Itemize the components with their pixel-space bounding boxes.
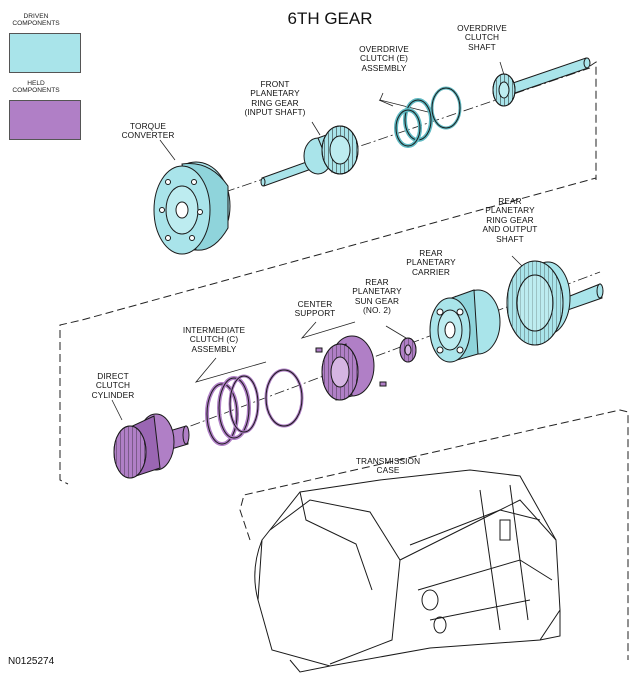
label-rear-planetary-ring-gear: REAR PLANETARY RING GEAR AND OUTPUT SHAF… xyxy=(482,196,538,244)
center-support-part xyxy=(315,335,387,401)
transmission-case-part xyxy=(254,469,561,673)
label-overdrive-clutch-assembly: OVERDRIVE CLUTCH (E) ASSEMBLY xyxy=(359,44,409,73)
rear-planetary-carrier-part xyxy=(429,289,501,363)
label-overdrive-clutch-shaft: OVERDRIVE CLUTCH SHAFT xyxy=(457,23,507,52)
axis-lines xyxy=(139,67,601,446)
label-rear-planetary-carrier: REAR PLANETARY CARRIER xyxy=(406,248,456,277)
leader-lines xyxy=(111,61,523,503)
legend-driven-swatch xyxy=(9,33,81,73)
dashed-frame-lines xyxy=(59,61,629,660)
label-torque-converter: TORQUE CONVERTER xyxy=(121,121,175,141)
rear-planetary-ring-gear-part xyxy=(506,260,604,346)
legend-held-label: HELD COMPONENTS xyxy=(12,80,60,95)
legend-driven-label: DRIVEN COMPONENTS xyxy=(12,13,60,28)
label-rear-planetary-sun-gear: REAR PLANETARY SUN GEAR (NO. 2) xyxy=(352,277,402,316)
torque-converter-part xyxy=(153,161,231,255)
legend-held-swatch xyxy=(9,100,81,140)
diagram-title: 6TH GEAR xyxy=(287,9,373,28)
intermediate-clutch-assembly-part xyxy=(205,368,304,446)
label-center-support: CENTER SUPPORT xyxy=(294,299,336,319)
label-transmission-case: TRANSMISSION CASE xyxy=(355,456,421,476)
rear-planetary-sun-gear-part xyxy=(399,337,417,363)
overdrive-clutch-assembly-part xyxy=(394,86,462,148)
front-planetary-ring-gear-part xyxy=(260,125,359,187)
figure-id: N0125274 xyxy=(8,656,55,667)
label-intermediate-clutch: INTERMEDIATE CLUTCH (C) ASSEMBLY xyxy=(182,325,246,354)
label-front-planetary-ring-gear: FRONT PLANETARY RING GEAR (INPUT SHAFT) xyxy=(244,79,306,118)
direct-clutch-cylinder-part xyxy=(113,413,190,479)
label-direct-clutch-cylinder: DIRECT CLUTCH CYLINDER xyxy=(91,371,135,400)
overdrive-clutch-shaft-part xyxy=(492,57,591,107)
